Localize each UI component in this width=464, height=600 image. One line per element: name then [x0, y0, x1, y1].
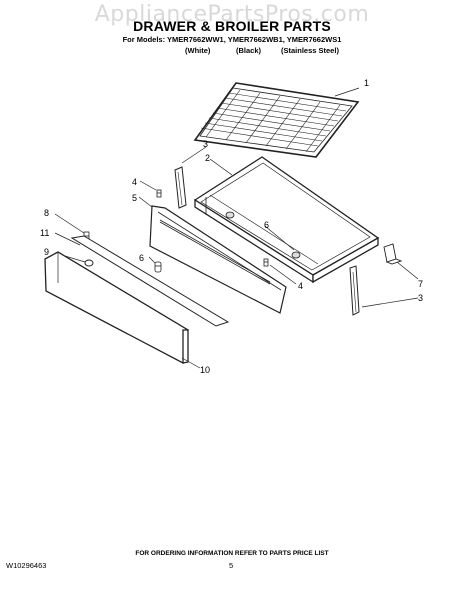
callout-10: 10 — [200, 365, 211, 375]
page-number: 5 — [229, 561, 234, 570]
callout-7: 7 — [418, 279, 424, 289]
watermark: AppliancePartsPros.com — [94, 2, 370, 27]
storage-drawer — [193, 156, 380, 284]
drawer-stop-clip — [383, 243, 403, 265]
callout-8: 8 — [44, 208, 50, 218]
callout-3-bottom: 3 — [418, 293, 424, 303]
document-number: W10296463 — [6, 561, 47, 570]
drawer-slide-rail — [174, 166, 360, 316]
callout-4-left: 4 — [132, 177, 138, 187]
drawer-panel-bracket — [70, 235, 230, 327]
drawer-front-panel — [149, 205, 287, 314]
callout-1: 1 — [364, 78, 370, 88]
ordering-note: FOR ORDERING INFORMATION REFER TO PARTS … — [135, 550, 329, 557]
finish-stainless: (Stainless Steel) — [281, 46, 339, 55]
callout-6-right: 6 — [264, 220, 270, 230]
callout-11: 11 — [40, 228, 50, 238]
drawer-glide — [154, 261, 162, 273]
callout-6-left: 6 — [139, 253, 145, 263]
callout-2: 2 — [205, 153, 211, 163]
callout-9: 9 — [44, 247, 50, 257]
callout-4-right: 4 — [298, 281, 304, 291]
callout-3-top: 3 — [203, 139, 209, 149]
finish-black: (Black) — [236, 46, 262, 55]
callout-5: 5 — [132, 193, 138, 203]
model-list: For Models: YMER7662WW1, YMER7662WB1, YM… — [122, 35, 342, 44]
drawer-front-outer-panel — [44, 251, 189, 365]
finish-white: (White) — [185, 46, 211, 55]
page-title: DRAWER & BROILER PARTS — [133, 18, 331, 34]
broiler-rack — [193, 82, 360, 158]
